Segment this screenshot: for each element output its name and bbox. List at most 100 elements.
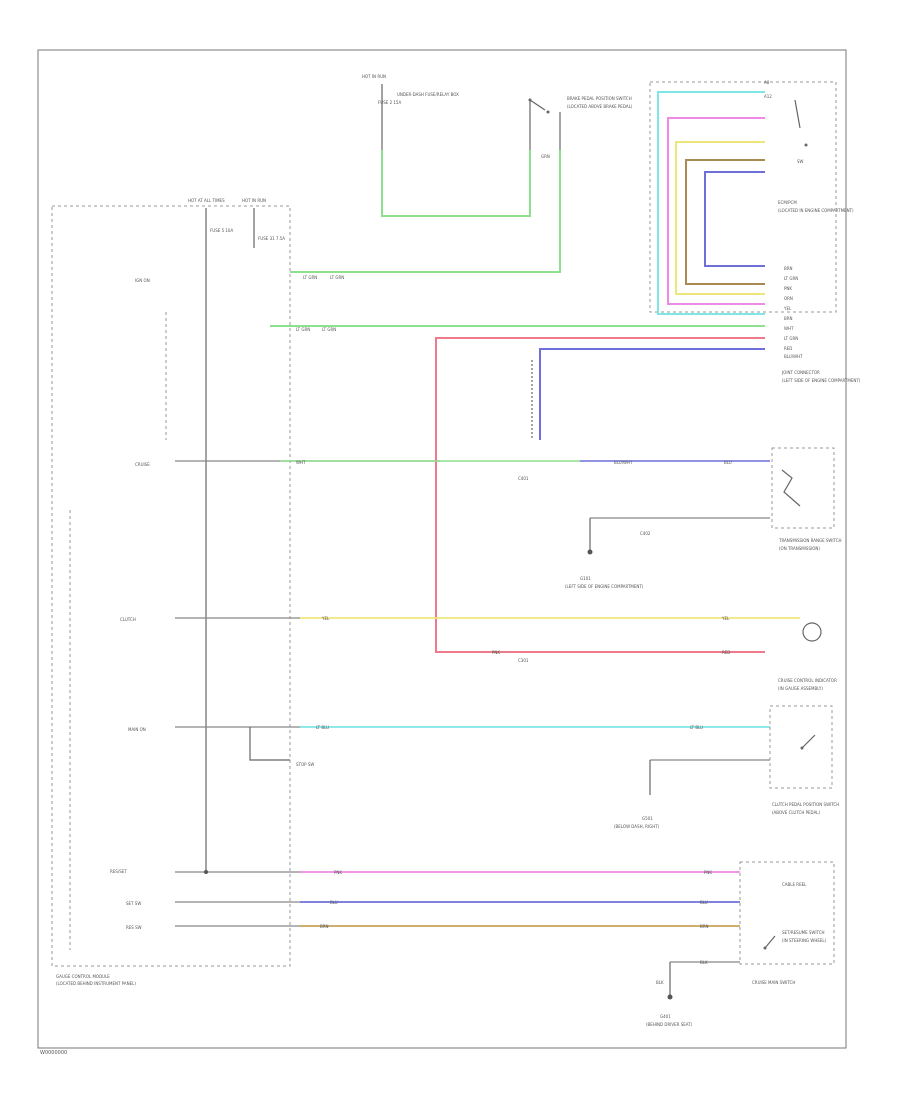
top-fuse-label: HOT IN RUN xyxy=(362,74,386,79)
ecm-pin-4: YEL xyxy=(783,306,792,311)
clutch-wire-group: YEL YEL PNK RED C301 CRUISE CONTROL INDI… xyxy=(175,616,837,691)
junction-connector-label: JOINT CONNECTOR xyxy=(781,370,820,375)
g401-sub: (BEHIND DRIVER SEAT) xyxy=(646,1022,693,1027)
wire-label-c-b: LT BLU xyxy=(690,725,703,730)
gauge-module-group: HOT AT ALL TIMES HOT IN RUN FUSE 5 10A F… xyxy=(51,198,291,986)
g101-sub: (LEFT SIDE OF ENGINE COMPARTMENT) xyxy=(565,584,644,589)
wire-label-c301: C301 xyxy=(518,658,529,663)
cable-reel-label: CABLE REEL xyxy=(782,882,807,887)
wire-label-g-a: LT GRN xyxy=(296,327,310,332)
fuse-a: FUSE 5 10A xyxy=(210,228,233,233)
green-wire-top-loop xyxy=(381,150,531,217)
left-label-cruise: CRUISE xyxy=(135,462,150,467)
wire-magenta-ecm xyxy=(667,117,765,305)
left-label-clutch: CLUTCH xyxy=(120,617,136,622)
set-resume-sub: (IN STEERING WHEEL) xyxy=(782,938,827,943)
ecm-label: ECM/PCM xyxy=(778,200,797,205)
wire-label-y-b: YEL xyxy=(721,616,730,621)
top-fuse-group: HOT IN RUN FUSE 2 15A UNDER-DASH FUSE/RE… xyxy=(362,74,459,150)
ecm-harness xyxy=(270,91,765,653)
main-switch-label: CRUISE MAIN SWITCH xyxy=(752,980,795,985)
wire-label-br-b: BRN xyxy=(700,924,709,929)
cruise-wire-group: WHT BLU/WHT BLU xyxy=(175,460,770,465)
wire-label-bl-b: BLU xyxy=(700,900,708,905)
ecm-pin-8: RED xyxy=(784,346,792,351)
wire-label-br-a: BRN xyxy=(320,924,329,929)
cruise-indicator-label: CRUISE CONTROL INDICATOR xyxy=(778,678,837,683)
wire-label-r-b: RED xyxy=(722,650,730,655)
stop-sw-label: STOP SW xyxy=(296,762,314,767)
tcm-sub: (ON TRANSMISSION) xyxy=(779,546,820,551)
ecm-pin-5: BRN xyxy=(784,316,793,321)
ecm-pin-a8: A8 xyxy=(764,80,770,85)
g401-label: G401 xyxy=(660,1014,671,1019)
wire-label-g-b: LT GRN xyxy=(322,327,336,332)
wire-label-g-upper-a: LT GRN xyxy=(303,275,317,280)
clutch-switch-label: CLUTCH PEDAL POSITION SWITCH xyxy=(772,802,839,807)
fuse-b: FUSE 31 7.5A xyxy=(258,236,285,241)
ecm-location: (LOCATED IN ENGINE COMPARTMENT) xyxy=(778,208,854,213)
ecm-pin-0: BRN xyxy=(784,266,793,271)
wire-label-b-b: BLU xyxy=(724,460,732,465)
tcm-label: TRANSMISSION RANGE SWITCH xyxy=(778,538,842,543)
wire-label-m-a: PNK xyxy=(334,870,342,875)
brake-switch-label: BRAKE PEDAL POSITION SWITCH xyxy=(567,96,632,101)
wire-label-bk-a: BLK xyxy=(656,980,664,985)
left-module-label: GAUGE CONTROL MODULE xyxy=(56,974,110,979)
set-resume-switch-group: CABLE REEL SET/RESUME SWITCH (IN STEERIN… xyxy=(646,861,835,1027)
ecm-pin-9: BLU/WHT xyxy=(784,354,803,359)
ecm-group: A8 A12 SW ECM/PCM (LOCATED IN ENGINE COM… xyxy=(649,80,854,313)
wire-label-r-a: PNK xyxy=(492,650,500,655)
left-label-set-sw: SET SW xyxy=(126,901,141,906)
junction-connector-sub: (LEFT SIDE OF ENGINE COMPARTMENT) xyxy=(782,378,861,383)
brake-switch-sub: (LOCATED ABOVE BRAKE PEDAL) xyxy=(567,104,633,109)
brake-switch-group: BRAKE PEDAL POSITION SWITCH (LOCATED ABO… xyxy=(528,96,633,159)
wire-label-c-a: LT BLU xyxy=(316,725,329,730)
wire-label-g-d: GRN xyxy=(541,154,550,159)
main-on-wire-group: STOP SW LT BLU LT BLU CLUTCH PEDAL POSIT… xyxy=(175,705,839,829)
wire-label-c401: C401 xyxy=(518,476,529,481)
set-resume-label: SET/RESUME SWITCH xyxy=(782,930,825,935)
ecm-pin-3: ORN xyxy=(784,296,793,301)
ecm-pin-1: LT GRN xyxy=(784,276,798,281)
cruise-indicator-sub: (IN GAUGE ASSEMBLY) xyxy=(778,686,823,691)
set-resume-wire-group: PNK PNK BLU BLU BRN BRN xyxy=(175,870,740,929)
wire-blue-drop xyxy=(539,348,765,440)
top-fuse-location: UNDER-DASH FUSE/RELAY BOX xyxy=(397,92,459,97)
wire-label-b-a: BLU/WHT xyxy=(614,460,633,465)
hot-at-all-times: HOT AT ALL TIMES xyxy=(188,198,225,203)
wire-label-m-b: PNK xyxy=(704,870,712,875)
ecm-pin-2: PNK xyxy=(784,286,792,291)
top-fuse-value: FUSE 2 15A xyxy=(378,100,401,105)
green-wire-stop xyxy=(290,150,561,273)
wire-cyan-ecm xyxy=(657,91,765,315)
left-label-main-on: MAIN ON xyxy=(128,727,146,732)
wire-label-g-c: WHT xyxy=(296,460,306,465)
wire-label-bk-b: BLK xyxy=(700,960,708,965)
ecm-pin-a12: A12 xyxy=(764,94,772,99)
tcm-group: TRANSMISSION RANGE SWITCH (ON TRANSMISSI… xyxy=(565,447,842,589)
g501-label: G501 xyxy=(642,816,653,821)
wire-label-y-a: YEL xyxy=(321,616,330,621)
wire-brown-ecm xyxy=(685,159,765,285)
left-label-res-sw: RES SW xyxy=(126,925,142,930)
wire-label-c402: C402 xyxy=(640,531,651,536)
hot-in-run: HOT IN RUN xyxy=(242,198,266,203)
diagram-frame xyxy=(37,49,847,1049)
ecm-pin-6: WHT xyxy=(784,326,794,331)
wire-label-bl-a: BLU xyxy=(330,900,338,905)
g501-sub: (BELOW DASH, RIGHT) xyxy=(614,824,660,829)
g101-label: G101 xyxy=(580,576,591,581)
wire-red-ecm xyxy=(435,337,765,653)
ecm-pin-7: LT GRN xyxy=(784,336,798,341)
clutch-switch-sub: (ABOVE CLUTCH PEDAL) xyxy=(772,810,821,815)
wire-label-g-upper-b: LT GRN xyxy=(330,275,344,280)
left-module-sub: (LOCATED BEHIND INSTRUMENT PANEL) xyxy=(56,981,136,986)
sw-label: SW xyxy=(797,159,804,164)
page-code: W0000000 xyxy=(40,1050,67,1056)
wire-yellow-ecm xyxy=(675,141,765,295)
left-label-ign-on: IGN ON xyxy=(135,278,150,283)
left-label-res-set: RES/SET xyxy=(110,869,127,874)
wire-blue-ecm xyxy=(704,171,765,267)
